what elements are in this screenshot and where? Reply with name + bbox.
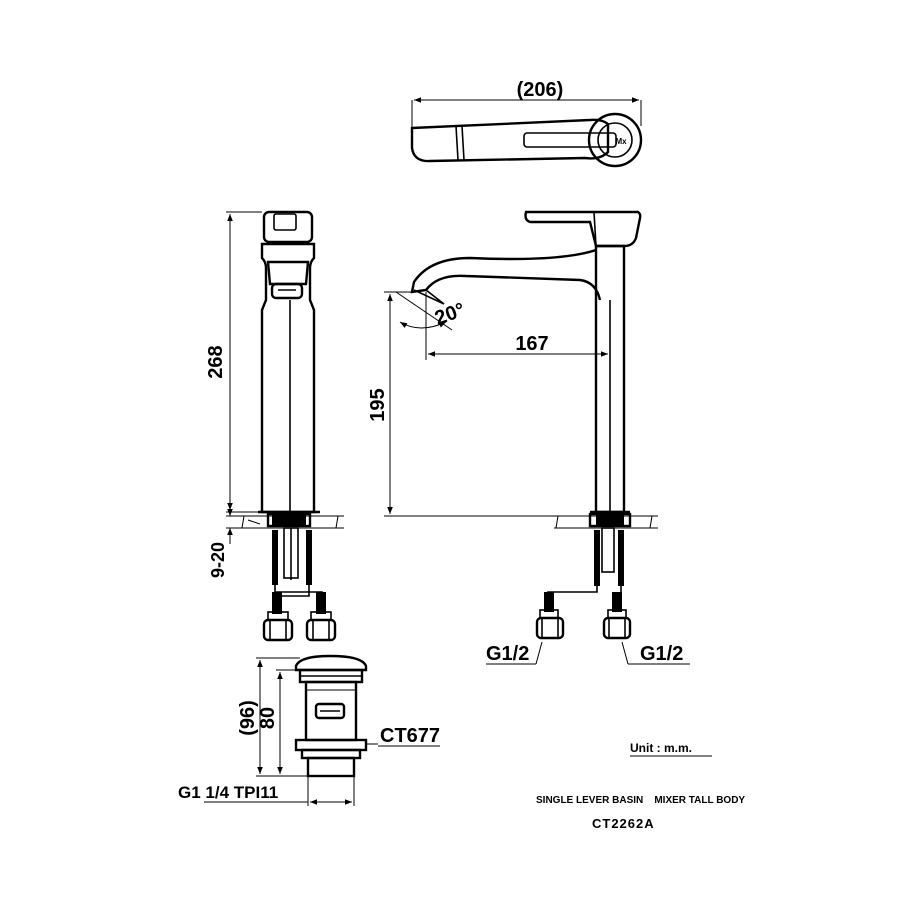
waste-fitting: (96) 80 G1 1/4 TPI11 CT677 [178, 654, 440, 806]
top-view: (206) Mx [410, 79, 643, 168]
waste-height-label: 80 [257, 707, 279, 729]
right-inlet-label: G1/2 [640, 643, 683, 665]
spout-reach-label: 167 [515, 333, 548, 355]
svg-text:Mx: Mx [615, 137, 627, 146]
product-description: SINGLE LEVER BASIN MIXER TALL BODY [536, 795, 745, 806]
spout-height-label: 195 [367, 388, 389, 421]
waste-total-height-label: (96) [237, 700, 259, 736]
unit-note: Unit : m.m. [630, 741, 692, 755]
front-view: 268 9-20 [205, 210, 344, 642]
spout-angle-label: 20° [432, 299, 468, 330]
side-view: 195 167 20° G1/2 G1/2 [367, 210, 690, 665]
waste-thread-label: G1 1/4 TPI11 [178, 783, 278, 802]
total-height-label: 268 [205, 345, 227, 378]
waste-model-label: CT677 [380, 725, 440, 747]
left-inlet-label: G1/2 [486, 643, 529, 665]
deck-thickness-label: 9-20 [208, 542, 228, 578]
product-model: CT2262A [592, 816, 655, 831]
title-block: Unit : m.m. SINGLE LEVER BASIN MIXER TAL… [536, 741, 745, 831]
overall-length-label: (206) [517, 79, 564, 101]
